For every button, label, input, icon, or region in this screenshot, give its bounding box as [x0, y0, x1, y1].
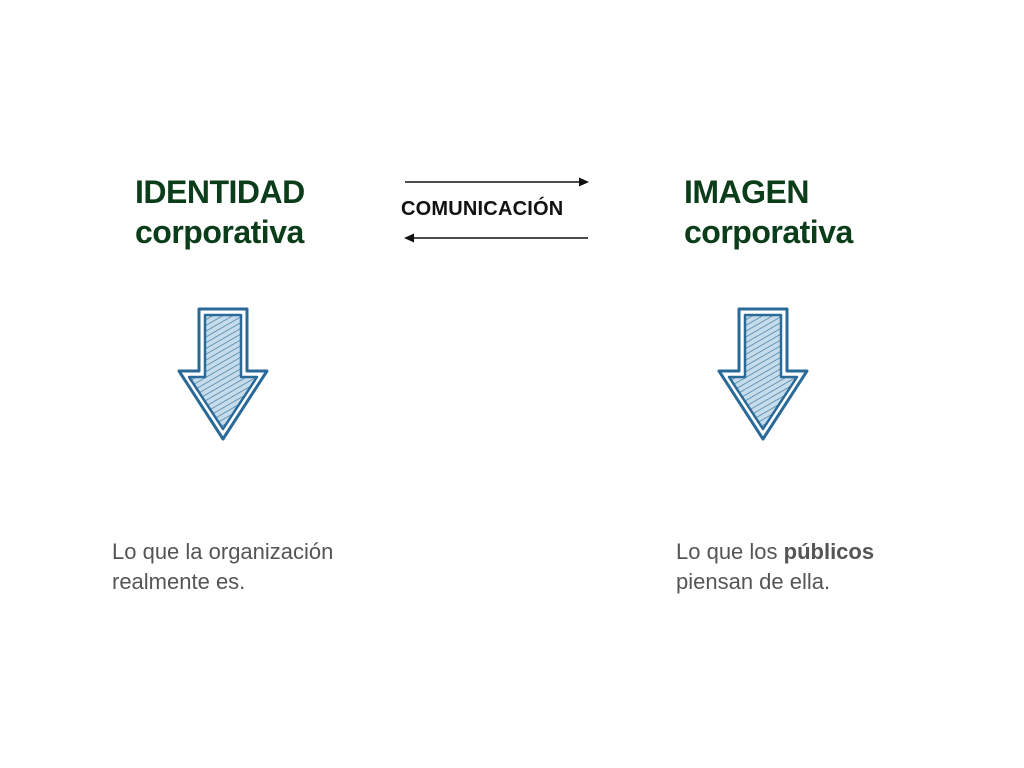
identity-title-line1: IDENTIDAD [135, 174, 305, 210]
image-heading: IMAGEN corporativa [684, 172, 853, 252]
image-desc-line1: Lo que los públicos [676, 537, 874, 567]
arrow-right-icon [405, 177, 589, 187]
image-title-line2: corporativa [684, 214, 853, 250]
communication-label: COMUNICACIÓN [401, 198, 564, 220]
down-arrow-icon [717, 307, 809, 441]
identity-desc-line2: realmente es. [112, 569, 246, 594]
arrow-left-icon [404, 233, 588, 243]
down-arrow-icon [177, 307, 269, 441]
image-desc-bold: públicos [783, 539, 875, 564]
identity-heading: IDENTIDAD corporativa [135, 172, 305, 252]
image-description: Lo que los públicos piensan de ella. [676, 537, 874, 597]
image-title-line1: IMAGEN [684, 174, 809, 210]
identity-title-line2: corporativa [135, 214, 304, 250]
image-desc-line2: piensan de ella. [676, 569, 831, 594]
identity-desc-line1: Lo que la organización [112, 539, 334, 564]
image-desc-prefix: Lo que los [676, 539, 784, 564]
identity-description: Lo que la organización realmente es. [112, 537, 333, 597]
